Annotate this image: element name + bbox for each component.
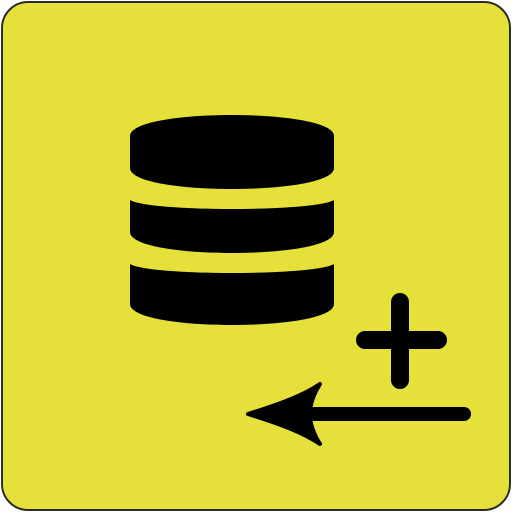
arrow-left-icon xyxy=(246,382,471,446)
database-icon xyxy=(130,115,334,325)
plus-icon xyxy=(356,293,447,389)
